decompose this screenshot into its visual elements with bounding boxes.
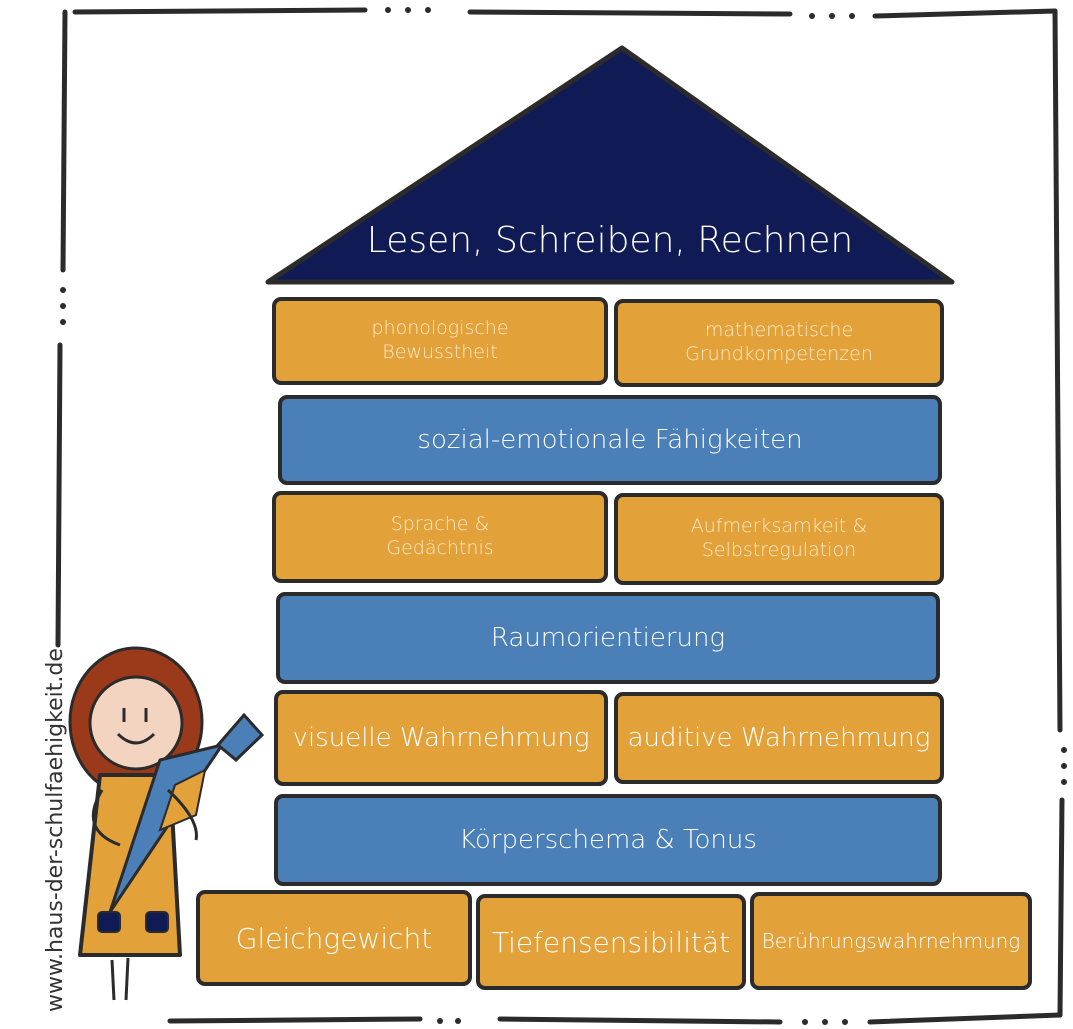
block-deep-sensibility: Tiefensensibilität xyxy=(476,894,746,990)
block-label: visuelle Wahrnehmung xyxy=(292,722,590,753)
block-line: phonologische xyxy=(371,317,509,340)
frame-dots xyxy=(60,7,1067,1025)
roof-triangle xyxy=(265,45,955,285)
girl-with-school-cone-illustration xyxy=(68,646,265,1001)
block-touch-perception: Berührungswahrnehmung xyxy=(750,892,1032,990)
block-body-schema-tone: Körperschema & Tonus xyxy=(274,794,942,886)
block-balance: Gleichgewicht xyxy=(196,890,472,986)
website-url: www.haus-der-schulfaehigkeit.de xyxy=(43,648,68,1012)
block-math-competencies: mathematische Grundkompetenzen xyxy=(614,299,944,387)
block-auditory-perception: auditive Wahrnehmung xyxy=(614,692,944,784)
block-line: Grundkompetenzen xyxy=(685,343,873,365)
block-social-emotional-skills: sozial-emotionale Fähigkeiten xyxy=(278,395,942,485)
block-label: Berührungswahrnehmung xyxy=(761,928,1021,953)
block-phonological-awareness: phonologische Bewusstheit xyxy=(272,297,608,385)
block-label: Körperschema & Tonus xyxy=(459,824,757,855)
block-label: Raumorientierung xyxy=(490,622,726,653)
block-line: Sprache & xyxy=(390,513,490,536)
block-line: mathematische xyxy=(704,319,854,342)
block-label: Tiefensensibilität xyxy=(491,925,731,959)
roof-title: Lesen, Schreiben, Rechnen xyxy=(366,220,854,261)
block-visual-perception: visuelle Wahrnehmung xyxy=(274,690,608,786)
block-label: Gleichgewicht xyxy=(235,921,433,955)
block-line: Bewusstheit xyxy=(382,341,498,363)
block-label: auditive Wahrnehmung xyxy=(627,722,931,753)
block-spatial-orientation: Raumorientierung xyxy=(276,592,940,684)
block-line: Aufmerksamkeit & xyxy=(690,515,868,538)
frame-border xyxy=(55,7,1065,1025)
block-line: Selbstregulation xyxy=(701,539,857,561)
block-attention-self-regulation: Aufmerksamkeit & Selbstregulation xyxy=(614,493,944,585)
block-language-memory: Sprache & Gedächtnis xyxy=(272,491,608,583)
block-label: sozial-emotionale Fähigkeiten xyxy=(417,424,803,455)
block-line: Gedächtnis xyxy=(386,537,494,559)
